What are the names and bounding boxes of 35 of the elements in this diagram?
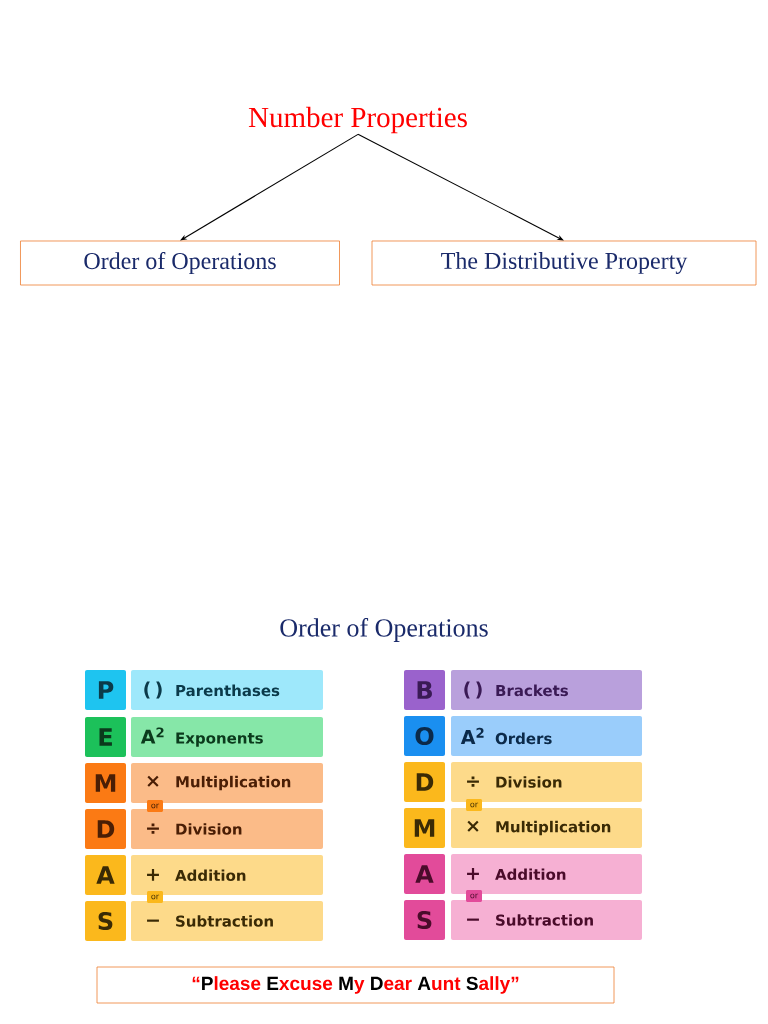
step-bar: × Multiplication	[451, 808, 642, 848]
letter-tile: A	[85, 855, 126, 895]
letter-tile: M	[404, 808, 445, 848]
step-bar: A$^{2}$ Orders	[451, 716, 642, 756]
letter-tile: M	[85, 763, 126, 803]
or-badge: or	[466, 890, 482, 902]
heading: Number Properties	[248, 106, 467, 134]
section-heading: Order of Operations	[280, 618, 488, 642]
step-bar: + Addition	[451, 854, 642, 894]
or-badge: or	[466, 799, 482, 811]
letter-tile: S	[85, 901, 126, 941]
arrow	[357, 133, 564, 241]
mnemonic-box: “Please Excuse My Dear Aunt Sally”	[96, 966, 615, 1004]
letter-tile: A	[404, 854, 445, 894]
step-bar: − Subtraction	[131, 901, 323, 941]
arrow	[180, 133, 359, 241]
letter-tile: B	[404, 670, 445, 710]
letter-tile: P	[85, 670, 126, 710]
letter-tile: D	[85, 809, 126, 849]
topic-box: Order of Operations	[20, 240, 340, 286]
step-bar: ( ) Brackets	[451, 670, 642, 710]
letter-tile: D	[404, 762, 445, 802]
step-bar: ÷ Division	[131, 809, 323, 849]
or-badge: or	[147, 891, 163, 903]
topic-box: The Distributive Property	[371, 240, 757, 286]
letter-tile: S	[404, 900, 445, 940]
step-bar: ÷ Division	[451, 762, 642, 802]
step-bar: ( ) Parenthases	[131, 670, 323, 710]
step-bar: − Subtraction	[451, 900, 642, 940]
letter-tile: E	[85, 717, 126, 757]
or-badge: or	[147, 800, 163, 812]
step-bar: × Multiplication	[131, 763, 323, 803]
step-bar: A$^{2}$ Exponents	[131, 717, 323, 757]
letter-tile: O	[404, 716, 445, 756]
step-bar: + Addition	[131, 855, 323, 895]
